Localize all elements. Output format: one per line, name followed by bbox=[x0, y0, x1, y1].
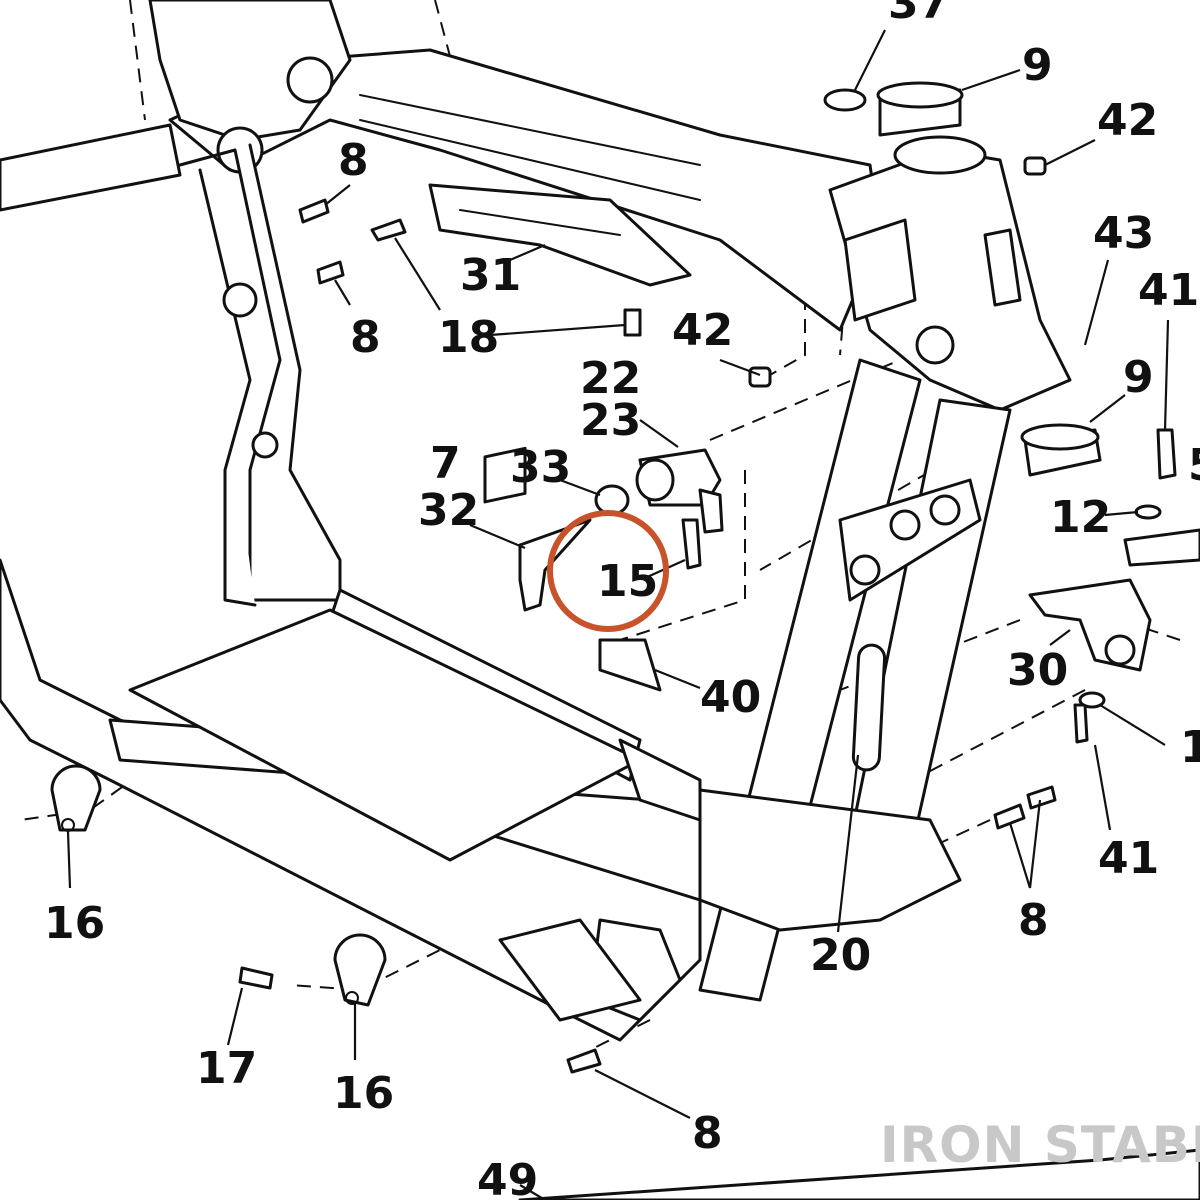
callout-23: 23 bbox=[580, 395, 641, 446]
callout-8-b: 8 bbox=[350, 312, 381, 363]
callout-41-bottom: 41 bbox=[1098, 833, 1159, 884]
callout-32: 32 bbox=[418, 485, 479, 536]
callout-12: 12 bbox=[1050, 492, 1111, 543]
callout-40: 40 bbox=[700, 672, 761, 723]
small-parts bbox=[50, 81, 1200, 1200]
callout-33: 33 bbox=[510, 442, 571, 493]
callout-1: 1 bbox=[1180, 722, 1200, 773]
callout-20: 20 bbox=[810, 930, 871, 981]
callout-43: 43 bbox=[1093, 208, 1154, 259]
callout-22: 22 bbox=[580, 353, 641, 404]
callout-7: 7 bbox=[430, 438, 461, 489]
callout-18: 18 bbox=[438, 312, 499, 363]
upper-casting bbox=[148, 0, 352, 142]
part-16-clamp-bottom bbox=[333, 933, 387, 1007]
left-upper-tube bbox=[0, 123, 182, 212]
front-lower-casting bbox=[698, 788, 962, 932]
callout-16-left: 16 bbox=[44, 898, 105, 949]
callout-9-top: 9 bbox=[1022, 40, 1053, 91]
part-31-bracket bbox=[428, 183, 692, 287]
watermark: IRON STABLE bbox=[880, 1116, 1200, 1174]
callout-41-top: 41 bbox=[1138, 265, 1199, 316]
callout-49: 49 bbox=[477, 1155, 538, 1200]
part-32-key bbox=[518, 518, 592, 612]
callout-9-mid: 9 bbox=[1123, 352, 1154, 403]
part-16-clamp-left bbox=[50, 764, 102, 832]
frame-body bbox=[0, 0, 1072, 1042]
callout-labels: 37 9 42 8 8 43 41 31 18 42 22 23 9 7 33 … bbox=[44, 0, 1200, 1200]
callout-5: 5 bbox=[1188, 440, 1200, 491]
callout-16-bottom: 16 bbox=[333, 1068, 394, 1119]
callout-31: 31 bbox=[460, 250, 521, 301]
highlight-circle bbox=[547, 510, 669, 632]
callout-8-bottom: 8 bbox=[692, 1108, 723, 1159]
callout-8-a: 8 bbox=[338, 135, 369, 186]
callout-42-top: 42 bbox=[1097, 95, 1158, 146]
callout-30: 30 bbox=[1007, 645, 1068, 696]
callout-8-right: 8 bbox=[1018, 895, 1049, 946]
callout-37: 37 bbox=[888, 0, 949, 29]
callout-42-mid: 42 bbox=[672, 305, 733, 356]
callout-15: 15 bbox=[597, 556, 658, 607]
callout-17: 17 bbox=[196, 1043, 257, 1094]
callout-leaders bbox=[66, 29, 1170, 1200]
left-down-tube bbox=[178, 143, 342, 602]
